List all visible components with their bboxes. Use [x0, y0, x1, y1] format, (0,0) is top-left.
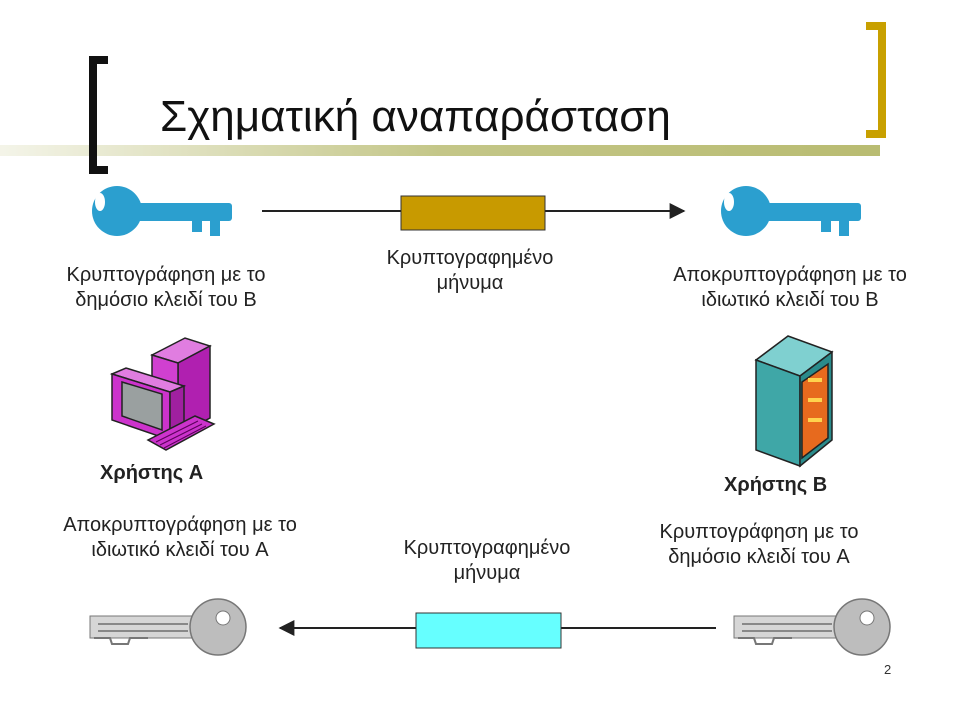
public-key-a-icon: [733, 598, 891, 656]
caption-line: Αποκρυπτογράφηση με το: [673, 264, 907, 286]
caption-line: Αποκρυπτογράφηση με το: [63, 514, 297, 536]
caption-line: Κρυπτογραφημένο: [386, 247, 554, 269]
caption-line: δημόσιο κλειδί του B: [75, 289, 257, 311]
bottom-middle-caption: Κρυπτογραφημένο μήνυμα: [362, 536, 612, 586]
bottom-right-caption: Κρυπτογράφηση με το δημόσιο κλειδί του A: [614, 520, 904, 570]
caption-line: Κρυπτογράφηση με το: [659, 521, 859, 543]
left-title-bracket: [89, 56, 108, 174]
slide-title: Σχηματική αναπαράσταση: [160, 92, 671, 141]
top-encrypted-message: [400, 195, 546, 231]
bottom-left-caption: Αποκρυπτογράφηση με το ιδιωτικό κλειδί τ…: [20, 513, 340, 563]
user-b-label: Χρήστης B: [724, 474, 828, 496]
private-key-b-icon: [721, 186, 861, 236]
bottom-encrypted-message: [415, 612, 562, 649]
private-key-a-icon: [89, 598, 247, 656]
caption-line: ιδιωτικό κλειδί του A: [91, 539, 269, 561]
top-middle-caption: Κρυπτογραφημένο μήνυμα: [345, 246, 595, 296]
caption-line: μήνυμα: [436, 272, 504, 294]
title-accent-bar: [0, 145, 880, 156]
public-key-b-icon: [92, 186, 232, 236]
right-title-bracket: [866, 22, 886, 138]
top-right-caption: Αποκρυπτογράφηση με το ιδιωτικό κλειδί τ…: [630, 263, 950, 313]
caption-line: δημόσιο κλειδί του A: [668, 546, 850, 568]
caption-line: ιδιωτικό κλειδί του B: [701, 289, 879, 311]
caption-line: Κρυπτογράφηση με το: [66, 264, 266, 286]
caption-line: Κρυπτογραφημένο: [403, 537, 571, 559]
caption-line: μήνυμα: [453, 562, 521, 584]
page-number: 2: [884, 662, 892, 677]
computer-icon: [109, 337, 216, 451]
top-left-caption: Κρυπτογράφηση με το δημόσιο κλειδί του B: [28, 263, 304, 313]
user-a-label: Χρήστης A: [100, 462, 204, 484]
server-icon: [754, 335, 834, 468]
